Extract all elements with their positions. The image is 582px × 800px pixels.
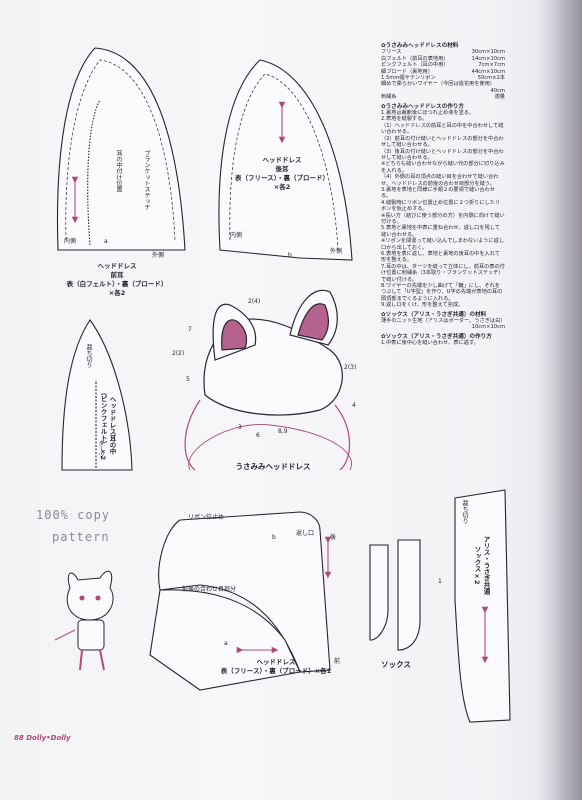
howto-step: （1）ヘッドドレスの前耳と耳の中を中合わせして縫い合わせる。 xyxy=(381,122,504,136)
howto-step: 4.縫製時にリボン位置止め位置に２つ折りにしたリボンを仮止めする。 xyxy=(381,199,501,213)
howto-step: 3.裏地を表地と同様に手順２の要領で縫い合わせる。 xyxy=(381,186,495,200)
cut-note: 裁ち切り xyxy=(461,500,468,524)
band-title: ヘッドドレス 表（フリース）・裏（ブロード）×各1 xyxy=(220,658,332,675)
callout: 3 xyxy=(238,424,242,431)
ear-inner-title: ヘッドドレス耳の中 （ピンクフェルト）×2 xyxy=(99,389,116,461)
mark-a: a xyxy=(224,640,228,647)
cut-note: 裁ち切り xyxy=(85,344,92,368)
outer-side-label: 外側 xyxy=(152,252,165,259)
socks-number: 1 xyxy=(438,578,442,585)
socks-howto-title: ✿ソックス（アリス・うさぎ共通）の作り方 xyxy=(381,333,492,340)
back-ear-pattern xyxy=(218,59,353,261)
callout: 2(2) xyxy=(172,350,185,357)
howto-step: （2）前耳の付け縫いとヘッドドレスの部分を中合わせして縫い合わせる。 xyxy=(381,135,504,149)
inner-side-label: 内側 xyxy=(64,238,77,245)
outer-side-label: 外側 xyxy=(330,248,343,255)
mark-b: b xyxy=(288,252,292,259)
dart-label: ダーツ xyxy=(97,440,104,458)
front-label: 前 xyxy=(334,658,341,665)
illustration-title: うさみみヘッドドレス xyxy=(235,462,311,471)
watermark-line1: 100% copy xyxy=(36,508,111,522)
inner-side-label: 内側 xyxy=(230,232,243,239)
footer: 88 Dolly•Dolly xyxy=(14,734,71,742)
howto-step: 5.表地と裏地を中表に重ね合わせ、返し口を残して縫い合わせる。 xyxy=(381,225,500,238)
howto-step: 7.耳の中は、ダーツを縫って立体にし、前耳の表の付け位置に刺繍糸（3本取り・ブラ… xyxy=(381,263,505,283)
headdress-illustration xyxy=(184,289,352,471)
mark-b: b xyxy=(272,534,276,541)
stitch-note: ブランケットステッチ xyxy=(143,150,150,210)
material-row: 40cm xyxy=(490,87,505,94)
opening-label: 返し口 xyxy=(296,530,315,537)
cat-illustration xyxy=(54,570,114,671)
wire-note: 細めで柔らかいワイヤー（今回は造花用を使用） xyxy=(381,81,495,88)
howto-step: ※リボンを間違って縫い込んでしまわないように返し口から出しておく。 xyxy=(381,238,505,251)
join-label: 前後の合わせ目部分 xyxy=(182,586,237,593)
callout: 2(4) xyxy=(248,298,261,305)
howto-step: 6.表地を表に返し、表地と裏地の後耳の中を入れて形を整える。 xyxy=(381,251,500,264)
brand-logo: Dolly•Dolly xyxy=(26,734,71,742)
callout: 2(3) xyxy=(344,364,357,371)
callout: 7 xyxy=(188,326,192,333)
page-number: 88 xyxy=(14,734,24,742)
howto-step: ※どちらも縫い合わせながら縫い代の部分に切り込みを入れる。 xyxy=(381,161,505,174)
material-row: 刺繍糸適量 xyxy=(381,94,505,101)
material-row: 白フェルト（前耳の表地用）14cm×10cm xyxy=(381,55,505,62)
howto-title: ✿うさみみヘッドドレスの作り方 xyxy=(381,103,464,110)
howto-step: ※長い方（結びに使う部分の方）を内側に向けて縫い付ける。 xyxy=(381,212,505,225)
socks-label: ソックス xyxy=(381,660,411,669)
back-ear-title: ヘッドドレス 後耳 表（フリース）・裏（ブロード） ×各2 xyxy=(235,156,329,191)
howto-step: 8.ワイヤーの先端を少し曲げて「輪」にし、それをつぶして「U字型」を作り、U字の… xyxy=(381,283,503,302)
material-row: 10cm×10cm xyxy=(471,324,505,331)
socks-pattern xyxy=(369,489,511,723)
mark-a: a xyxy=(104,238,108,245)
front-ear-title: ヘッドドレス 前耳 表（白フェルト）・裏（ブロード） ×各2 xyxy=(66,262,168,297)
socks-howto-step: 1.中表に後中心を縫い合わせ、表に返す。 xyxy=(381,340,479,347)
howto-step: 1.裏地は裁断後にほつれ止め液を塗る。 xyxy=(381,110,475,117)
callout: 6 xyxy=(256,432,260,439)
callout: 5 xyxy=(186,376,190,383)
book-gutter-shadow xyxy=(538,0,582,800)
howto-step: 9.返し口をくけ、形を整えて完成。 xyxy=(381,302,464,309)
howto-step: （3）後耳の付け縫いとヘッドドレスの部分を中合わせして縫い合わせる。 xyxy=(381,148,504,161)
howto-step: （4）外側の耳の頂点の縫い目を合わせて縫い合わせ、ヘッドドレスの前後の合わせ目部… xyxy=(381,174,499,187)
watermark-line2: pattern xyxy=(52,530,110,544)
callout: 4 xyxy=(352,402,356,409)
ear-inner-pattern xyxy=(61,319,133,471)
callout: 8,9 xyxy=(278,428,288,435)
material-row: ピンクフェルト（耳の中用）7cm×7cm xyxy=(381,62,505,69)
socks-materials-line: 薄手のニット生地（アリスはボーダー、うさぎは白） xyxy=(381,318,506,325)
material-row: 細ブロード（裏地用）44cm×10cm xyxy=(381,68,505,75)
howto-step: 2.表地を縫製する。 xyxy=(381,116,428,123)
front-ear-pattern xyxy=(56,47,186,251)
ribbon-label: リボン位止め xyxy=(188,514,225,521)
socks-materials-title: ✿ソックス（アリス・うさぎ共通）の材料 xyxy=(381,311,487,318)
socks-title: アリス・うさぎ共通 ソックス×2 xyxy=(473,535,490,595)
position-note: 耳の中付け位置 xyxy=(115,150,122,192)
band-pattern xyxy=(149,511,332,691)
back-label: 後 xyxy=(330,534,337,541)
materials-title: ✿うさみみヘッドドレスの材料 xyxy=(381,43,459,49)
